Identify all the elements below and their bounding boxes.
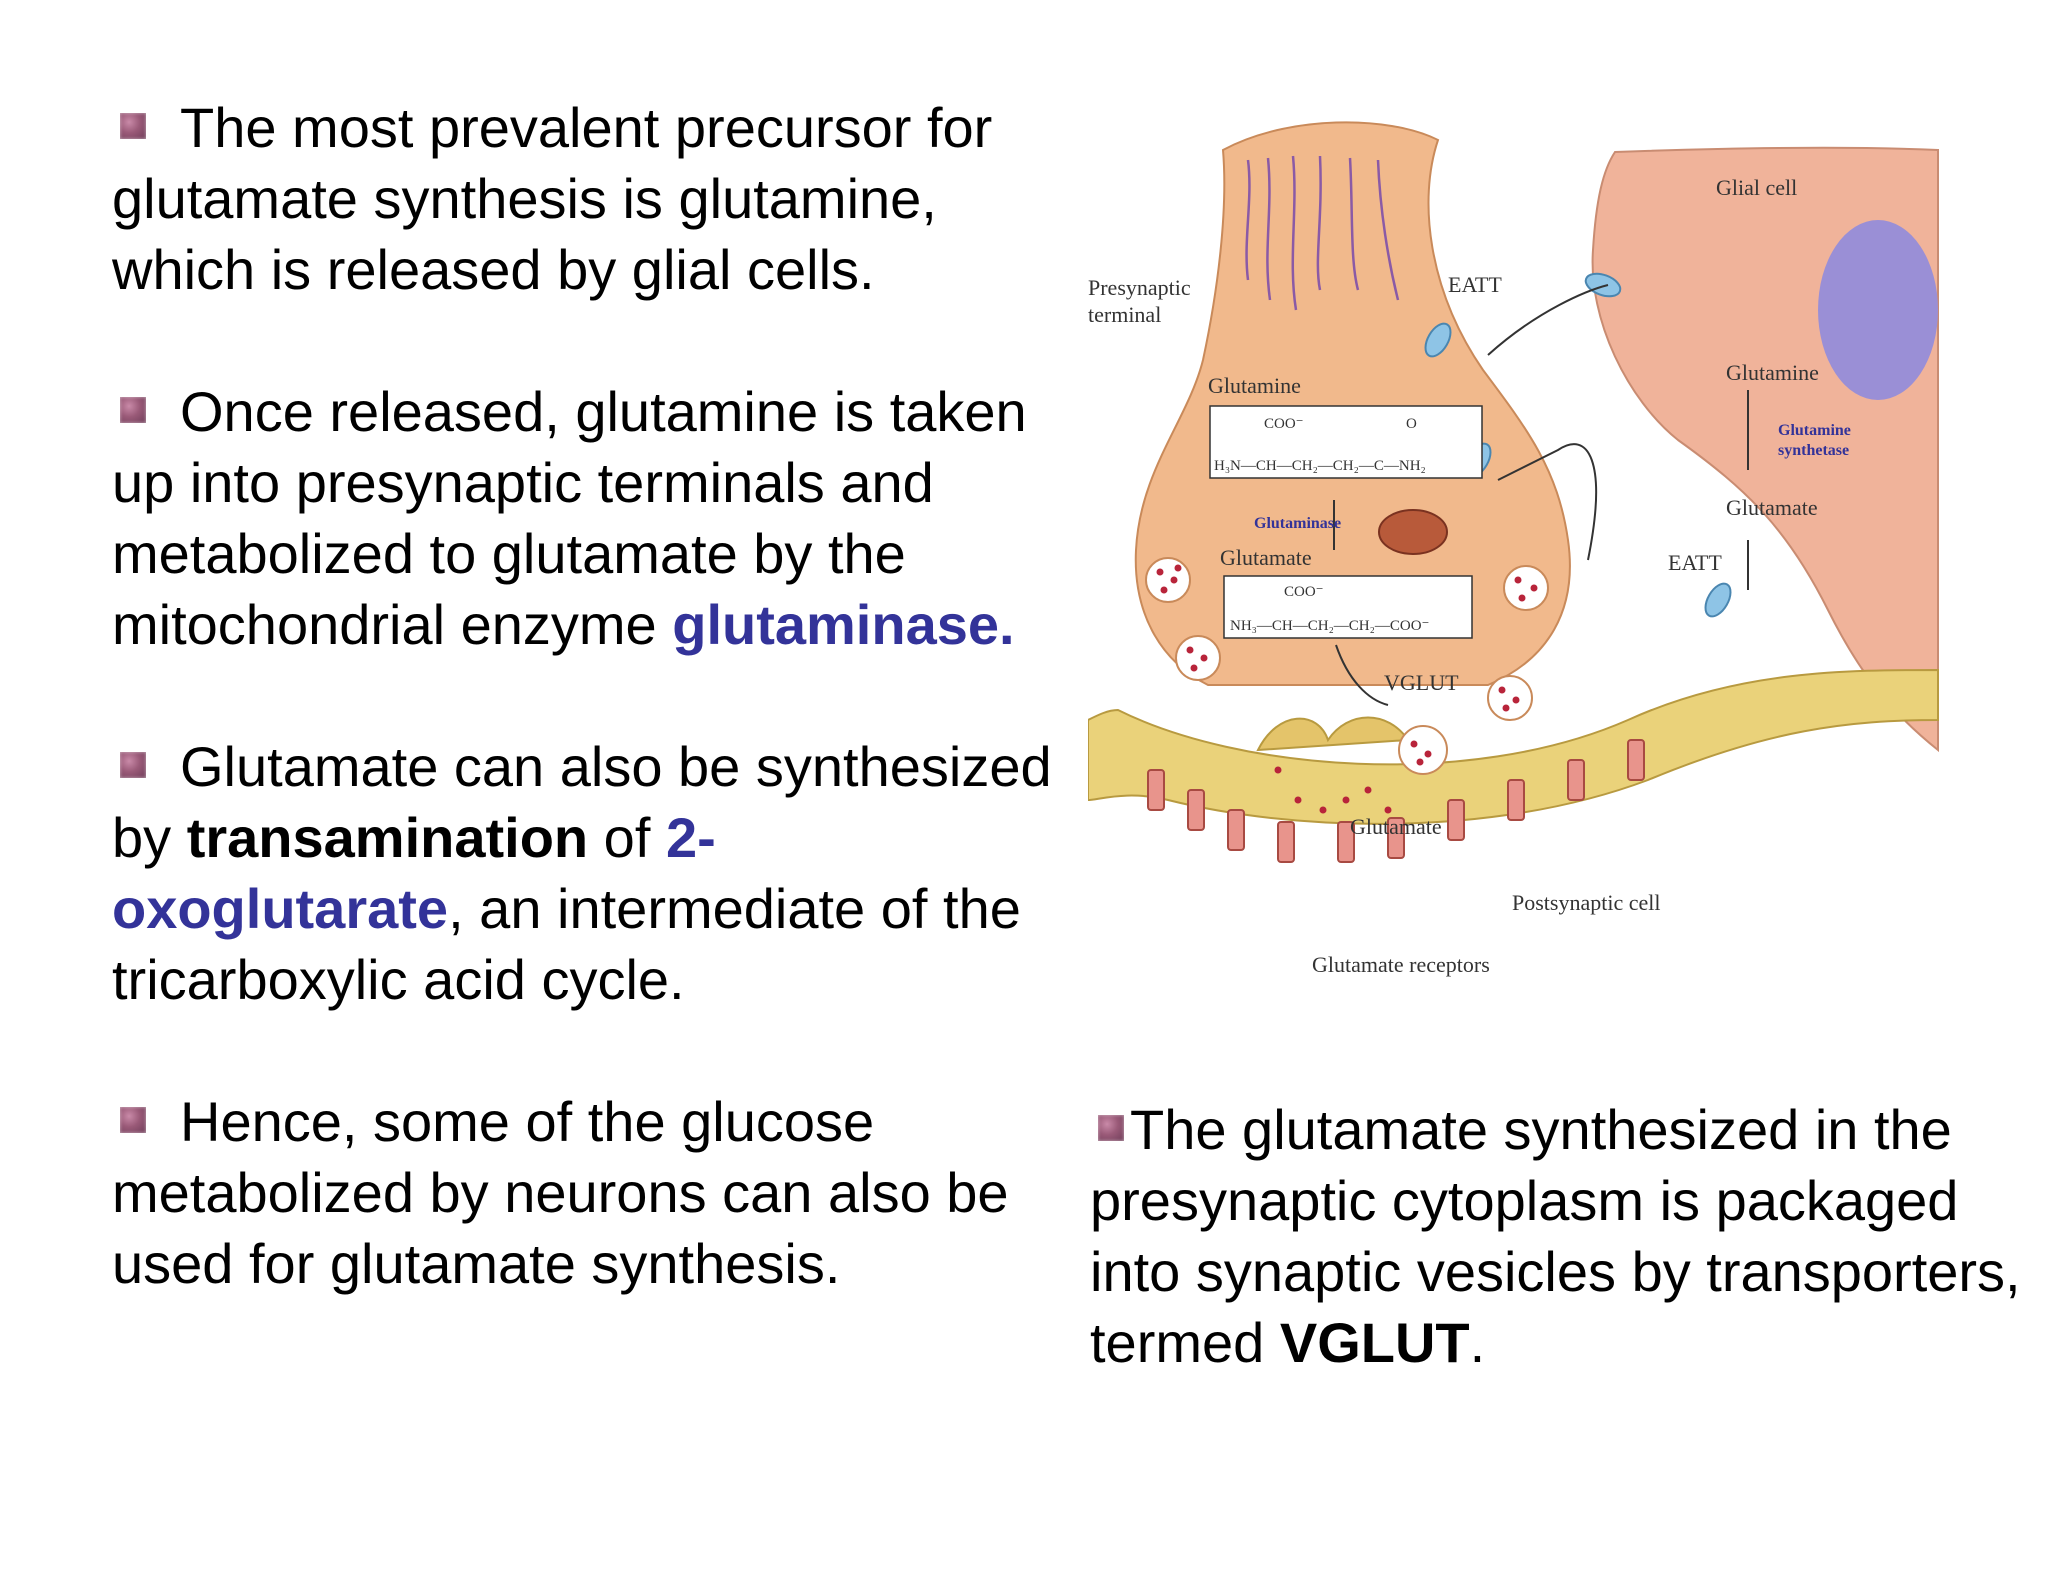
label-terminal: terminal bbox=[1088, 302, 1161, 327]
bullet-icon bbox=[120, 752, 146, 779]
label-glutaminase: Glutaminase bbox=[1254, 515, 1341, 532]
paragraph-glucose: Hence, some of the glucose metabolized b… bbox=[112, 1086, 1052, 1299]
paragraph-text: , an intermediate of the tricarboxylic a… bbox=[112, 877, 1021, 1011]
term-2-oxoglutarate: 2-oxoglutarate bbox=[112, 806, 716, 940]
paragraph-transamination: Glutamate can also be synthesized by tra… bbox=[112, 731, 1052, 1015]
label-eatt-top: EATT bbox=[1448, 272, 1502, 297]
right-text-column: The glutamate synthesized in the presyna… bbox=[1090, 1094, 2030, 1449]
left-text-column: The most prevalent precursor for glutama… bbox=[112, 92, 1052, 1370]
formula-glutamine-coo: COO⁻ bbox=[1264, 416, 1304, 432]
label-glutamate-receptors: Glutamate receptors bbox=[1312, 952, 1490, 977]
term-glutaminase: glutaminase. bbox=[672, 593, 1015, 656]
formula-glutamate: NH₃—CH—CH₂—CH₂—COO⁻ bbox=[1230, 618, 1429, 634]
label-glutamate-cleft: Glutamate bbox=[1350, 814, 1442, 839]
mitochondrion bbox=[1378, 509, 1448, 555]
postsynaptic-membrane bbox=[1088, 668, 1939, 825]
paragraph-glutamine-precursor: The most prevalent precursor for glutama… bbox=[112, 92, 1052, 305]
label-glutamate-glial: Glutamate bbox=[1726, 495, 1818, 520]
paragraph-text: The most prevalent precursor for glutama… bbox=[112, 96, 993, 301]
label-vglut: VGLUT bbox=[1384, 670, 1459, 695]
bullet-icon bbox=[1098, 1115, 1124, 1142]
glutamine-formula-box bbox=[1209, 405, 1483, 479]
glutamate-receptors bbox=[1147, 739, 1645, 863]
label-presynaptic: Presynaptic bbox=[1088, 275, 1191, 300]
label-postsynaptic-cell: Postsynaptic cell bbox=[1512, 890, 1660, 915]
label-glutamate-pre: Glutamate bbox=[1220, 545, 1312, 570]
paragraph-text: Hence, some of the glucose metabolized b… bbox=[112, 1090, 1009, 1295]
glutamate-synapse-diagram: Presynaptic terminal Glial cell EATT EAT… bbox=[1088, 121, 1939, 977]
bullet-icon bbox=[120, 397, 146, 424]
paragraph-text: of bbox=[588, 806, 666, 869]
paragraph-text: Once released, glutamine is taken up int… bbox=[112, 380, 1027, 656]
bullet-icon bbox=[120, 1107, 146, 1134]
bullet-icon bbox=[120, 113, 146, 140]
presynaptic-terminal bbox=[1134, 121, 1571, 686]
label-glutamine-glial: Glutamine bbox=[1726, 360, 1819, 385]
term-transamination: transamination bbox=[186, 806, 589, 869]
glutamate-molecules bbox=[1156, 564, 1538, 814]
synaptic-vesicles bbox=[1145, 557, 1549, 775]
label-glutamine-synthetase-1: Glutamine bbox=[1778, 422, 1851, 439]
formula-glutamate-coo: COO⁻ bbox=[1284, 584, 1324, 600]
axon-filaments bbox=[1245, 155, 1400, 311]
pathway-arrows bbox=[1333, 284, 1749, 706]
label-glutamine-synthetase-2: synthetase bbox=[1778, 442, 1849, 459]
glutamate-formula-box bbox=[1223, 575, 1473, 639]
term-vglut: VGLUT bbox=[1279, 1311, 1470, 1374]
glial-nucleus bbox=[1818, 220, 1938, 400]
paragraph-text: . bbox=[1469, 1311, 1486, 1374]
formula-glutamine: H₃N—CH—CH₂—CH₂—C—NH₂ bbox=[1214, 458, 1426, 474]
label-glial-cell: Glial cell bbox=[1716, 175, 1797, 200]
vesicle-fusion bbox=[1256, 716, 1410, 752]
label-glutamine-pre: Glutamine bbox=[1208, 373, 1301, 398]
paragraph-vglut: The glutamate synthesized in the presyna… bbox=[1090, 1094, 2030, 1378]
paragraph-glutaminase: Once released, glutamine is taken up int… bbox=[112, 376, 1052, 660]
label-eatt-right: EATT bbox=[1668, 550, 1722, 575]
paragraph-text: Glutamate can also be synthesized by bbox=[112, 735, 1052, 869]
paragraph-text: The glutamate synthesized in the presyna… bbox=[1090, 1098, 2021, 1374]
formula-glutamine-oxygen: O bbox=[1406, 416, 1417, 432]
